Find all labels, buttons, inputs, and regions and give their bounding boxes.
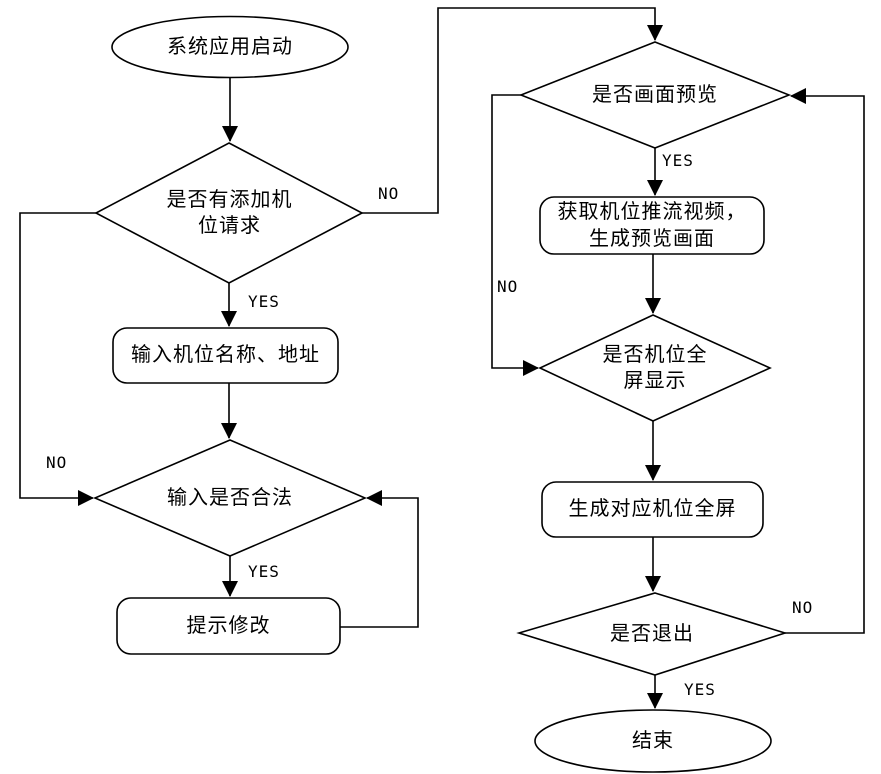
decision-exit-shape bbox=[516, 592, 788, 676]
start-terminator-shape bbox=[111, 15, 349, 79]
decision-add-request-shape bbox=[94, 142, 364, 284]
edge-add-request-no-to-preview bbox=[362, 7, 663, 214]
decision-fullscreen-shape bbox=[538, 314, 772, 422]
edge-exit-no-to-preview bbox=[785, 88, 865, 634]
get-stream-video-shape bbox=[539, 196, 765, 255]
input-camera-info-shape bbox=[112, 327, 339, 384]
decision-preview-shape bbox=[518, 41, 792, 149]
end-terminator-shape bbox=[534, 709, 772, 773]
edge-preview-no-to-fullscreen-decision bbox=[491, 94, 539, 376]
prompt-modify-shape bbox=[116, 597, 341, 655]
decision-input-valid-shape bbox=[92, 439, 368, 557]
generate-fullscreen-shape bbox=[541, 481, 764, 538]
edge-add-request-left-to-input-valid bbox=[19, 212, 96, 506]
edge-prompt-loop-to-input-valid bbox=[340, 490, 419, 628]
